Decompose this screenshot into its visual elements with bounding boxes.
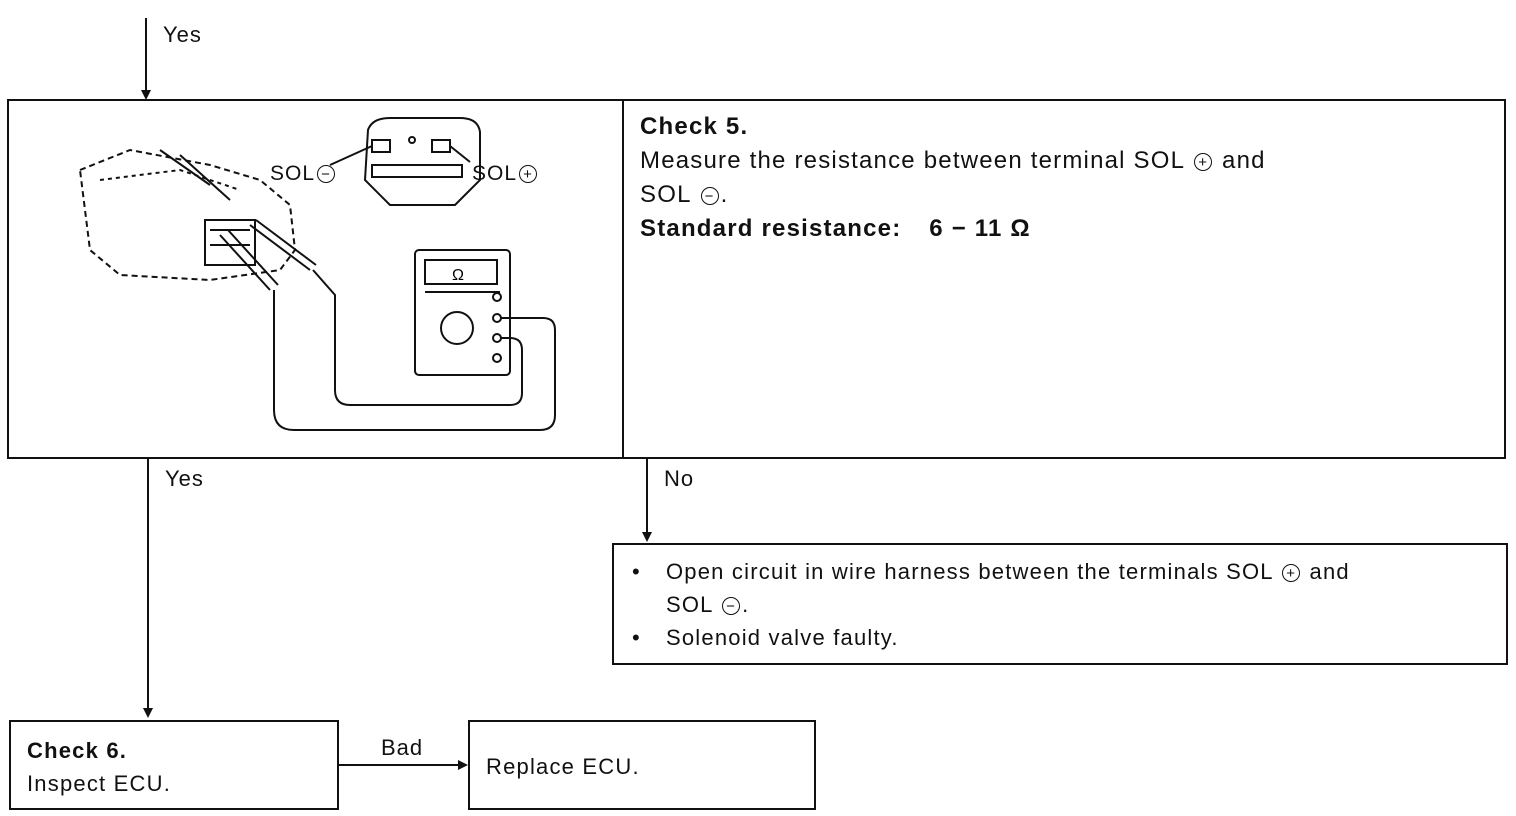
standard-resistance-value: 6 − 11 Ω <box>929 215 1031 242</box>
check5-and: and <box>1222 147 1266 174</box>
solenoid-measurement-figure: Ω SOL− SOL+ <box>60 110 590 445</box>
fault-item1-sol: SOL <box>666 592 713 617</box>
replace-ecu-box: Replace ECU. <box>468 720 816 810</box>
check6-text: Check 6. Inspect ECU. <box>27 734 337 800</box>
minus-symbol-icon: − <box>317 165 336 184</box>
yes-label: Yes <box>165 466 204 491</box>
fault-list: • Open circuit in wire harness between t… <box>614 555 1506 654</box>
fault-item-solenoid: • Solenoid valve faulty. <box>614 621 1506 654</box>
top-yes-label: Yes <box>163 22 202 47</box>
sol-plus-label: SOL+ <box>472 162 539 186</box>
bullet-icon: • <box>632 559 641 584</box>
bullet-icon: • <box>632 625 641 650</box>
meter-unit-text: Ω <box>452 267 464 284</box>
sol-plus-text: SOL <box>472 162 518 185</box>
sol-minus-text: SOL <box>270 162 316 185</box>
check6-title: Check 6. <box>27 738 128 763</box>
top-arrow <box>141 90 151 100</box>
check5-line1: Measure the resistance between terminal … <box>640 144 1490 178</box>
replace-ecu-text: Replace ECU. <box>486 754 640 779</box>
check5-divider <box>622 99 624 459</box>
check5-text: Check 5. Measure the resistance between … <box>640 110 1490 246</box>
fault-item1-end: . <box>742 592 750 617</box>
plus-symbol-icon: + <box>1282 564 1301 583</box>
check6-body: Inspect ECU. <box>27 771 172 796</box>
check6-box: Check 6. Inspect ECU. <box>9 720 339 810</box>
yes-arrow <box>143 708 153 718</box>
standard-resistance-label: Standard resistance: <box>640 215 902 242</box>
fault-box: • Open circuit in wire harness between t… <box>612 543 1508 665</box>
check5-line2: SOL −. <box>640 178 1490 212</box>
top-connector <box>145 18 147 98</box>
fault-item1-and: and <box>1309 559 1350 584</box>
check5-title: Check 5. <box>640 113 749 140</box>
plus-symbol-icon: + <box>519 165 538 184</box>
plus-symbol-icon: + <box>1194 152 1213 171</box>
no-connector <box>646 459 648 539</box>
no-arrow <box>642 532 652 542</box>
yes-connector <box>147 459 149 714</box>
check5-line2-prefix: SOL <box>640 181 691 208</box>
fault-item2-text: Solenoid valve faulty. <box>666 625 899 650</box>
check5-container <box>7 99 1506 459</box>
fault-item1-text: Open circuit in wire harness between the… <box>666 559 1273 584</box>
minus-symbol-icon: − <box>722 597 741 616</box>
check5-line2-suffix: . <box>720 181 729 208</box>
minus-symbol-icon: − <box>700 186 719 205</box>
bad-connector <box>339 764 465 766</box>
bad-label: Bad <box>381 735 424 760</box>
standard-resistance: Standard resistance: 6 − 11 Ω <box>640 212 1490 246</box>
no-label: No <box>664 466 695 491</box>
figure-drawing: Ω <box>78 117 556 431</box>
fault-item-open-circuit: • Open circuit in wire harness between t… <box>614 555 1506 621</box>
check5-line1-text: Measure the resistance between terminal … <box>640 147 1185 174</box>
bad-arrow <box>458 760 468 770</box>
sol-minus-label: SOL− <box>270 162 337 186</box>
